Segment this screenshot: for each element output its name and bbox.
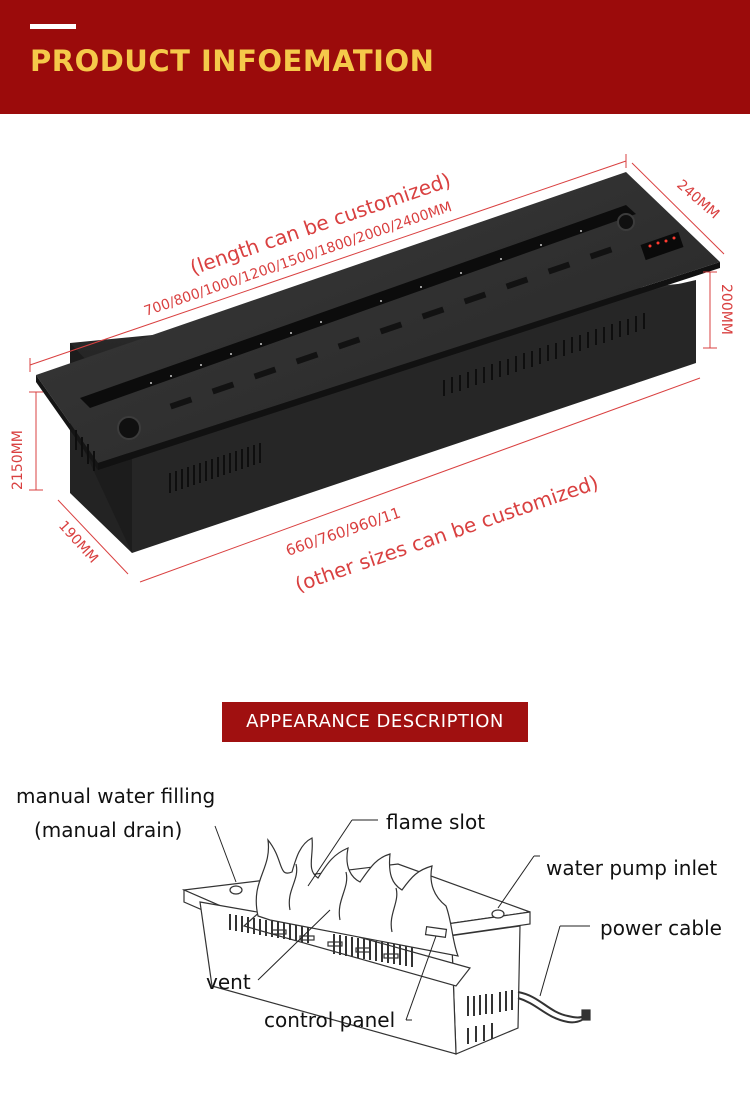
page-title: PRODUCT INFOEMATION bbox=[30, 44, 435, 78]
height-right-label: 200MM bbox=[718, 284, 734, 335]
dimension-lines bbox=[29, 154, 725, 583]
vent-grille-side bbox=[467, 990, 513, 1044]
fireplace-render: (length can be customized) 700/800/1000/… bbox=[10, 154, 734, 597]
power-cable bbox=[517, 991, 587, 1019]
flame-slot-dots bbox=[150, 230, 582, 384]
top-plate-edge-front bbox=[98, 262, 720, 470]
height-left-label: 2150MM bbox=[10, 430, 26, 490]
power-plug bbox=[581, 1009, 591, 1021]
label-flame-slot: flame slot bbox=[386, 810, 486, 834]
label-manual-water-filling: manual water filling bbox=[16, 784, 216, 808]
filling-knob bbox=[229, 885, 243, 895]
callout-leaders bbox=[214, 819, 590, 1021]
label-control-panel: control panel bbox=[264, 1008, 396, 1032]
line-drawing bbox=[181, 819, 591, 1055]
power-cable-shadow bbox=[517, 997, 583, 1024]
header-banner: PRODUCT INFOEMATION bbox=[0, 0, 750, 114]
top-vent-slots bbox=[169, 246, 613, 410]
pump-inlet-knob bbox=[617, 213, 635, 231]
appearance-diagram: manual water filling (manual drain) flam… bbox=[0, 760, 750, 1100]
appearance-section-tag: APPEARANCE DESCRIPTION bbox=[222, 702, 528, 742]
label-manual-drain: (manual drain) bbox=[34, 818, 183, 842]
pump-knob bbox=[491, 909, 505, 919]
label-power-cable: power cable bbox=[600, 916, 722, 940]
water-filling-knob bbox=[117, 416, 141, 440]
front-vents bbox=[169, 313, 645, 493]
vent-grille-center bbox=[333, 934, 413, 967]
control-panel-display bbox=[640, 231, 684, 261]
header-accent-bar bbox=[30, 24, 76, 29]
flame-shapes bbox=[255, 837, 459, 957]
vent-grille-left bbox=[229, 914, 309, 943]
label-vent: vent bbox=[206, 970, 251, 994]
flame-slot-bar bbox=[80, 205, 636, 408]
appearance-section-title: APPEARANCE DESCRIPTION bbox=[246, 711, 504, 732]
control-panel-box bbox=[424, 925, 448, 939]
depth-bottom-label: 190MM bbox=[55, 518, 101, 567]
side-vents bbox=[75, 430, 95, 471]
control-panel-lights bbox=[648, 236, 676, 248]
flame-detail bbox=[288, 863, 398, 933]
label-water-pump-inlet: water pump inlet bbox=[546, 856, 718, 880]
product-illustration: (length can be customized) 700/800/1000/… bbox=[0, 114, 750, 654]
depth-top-label: 240MM bbox=[673, 177, 722, 222]
